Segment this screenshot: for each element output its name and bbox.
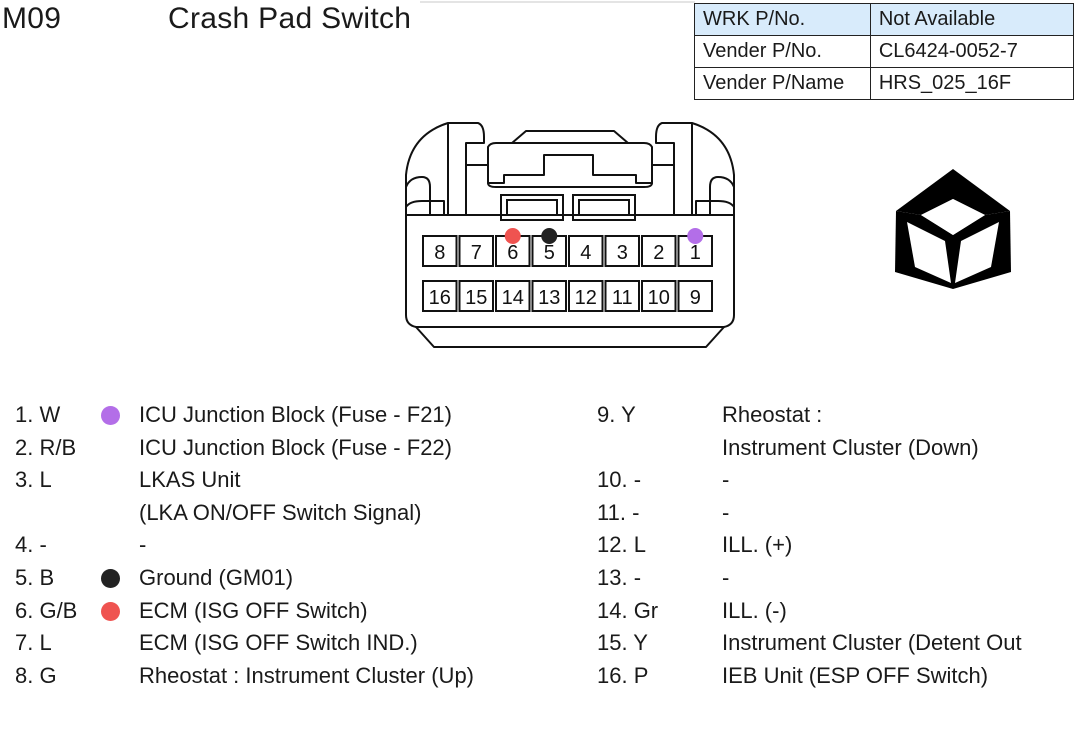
pin-cell <box>495 280 531 312</box>
pin-marker-red <box>504 228 521 244</box>
connector-housing <box>405 122 735 348</box>
info-key: WRK P/No. <box>694 3 871 36</box>
pin-description: Ground (GM01) <box>139 564 294 590</box>
pin-wire-color: 6. G/B <box>15 597 78 623</box>
info-value: HRS_025_16F <box>869 67 1074 100</box>
pin-description: ICU Junction Block (Fuse - F22) <box>139 434 452 460</box>
pin-number: 16 <box>429 287 451 309</box>
pin-cell <box>568 235 604 267</box>
pin-cell <box>677 280 713 312</box>
pin-description: - <box>722 467 730 493</box>
pin-number: 1 <box>690 242 701 264</box>
locking-slot-right <box>572 194 636 221</box>
pin-number: 14 <box>502 287 524 309</box>
info-value: CL6424-0052-7 <box>869 35 1074 68</box>
pin-description: - <box>722 499 730 525</box>
pin-marker-dot-black <box>101 568 120 588</box>
pin-number: 5 <box>544 242 555 264</box>
pin-marker-purple <box>687 228 704 244</box>
pin-wire-color: 8. G <box>15 662 57 688</box>
pin-wire-color: 15. Y <box>597 630 648 656</box>
pin-number: 9 <box>690 287 701 309</box>
pin-description: ICU Junction Block (Fuse - F21) <box>139 402 452 427</box>
pin-cell <box>604 235 640 267</box>
info-key: Vender P/Name <box>694 67 871 100</box>
pin-wire-color: 11. - <box>597 499 640 525</box>
pin-number: 13 <box>538 287 560 309</box>
locking-slot-left <box>500 194 564 221</box>
pin-cell <box>531 280 567 312</box>
pin-cell <box>458 280 494 312</box>
pin-description: ILL. (+) <box>722 532 793 558</box>
pin-wire-color: 16. P <box>597 662 649 688</box>
pin-cell <box>641 280 677 312</box>
connector-id: M09 <box>2 2 62 35</box>
info-row: Vender P/No.CL6424-0052-7 <box>694 35 1074 68</box>
pin-number: 2 <box>653 242 664 264</box>
pin-wire-color: 2. R/B <box>15 434 77 460</box>
pin-grid: 8 7 6 5 4 3 2 1 16 15 14 13 12 11 10 9 <box>422 235 713 312</box>
pin-cell <box>604 280 640 312</box>
pin-description: Rheostat : Instrument Cluster (Up) <box>139 662 475 688</box>
connector-title: Crash Pad Switch <box>168 2 412 35</box>
info-row: WRK P/No.Not Available <box>694 3 1074 36</box>
pin-description: ECM (ISG OFF Switch IND.) <box>139 630 418 656</box>
pin-description: (LKA ON/OFF Switch Signal) <box>139 499 422 525</box>
pin-description: ECM (ISG OFF Switch) <box>139 597 368 623</box>
pin-cell <box>568 280 604 312</box>
pin-description: Rheostat : <box>722 402 823 427</box>
pin-wire-color: 7. L <box>15 630 52 656</box>
locking-slot-right-inner <box>578 199 630 216</box>
pin-marker-dot-red <box>101 601 120 621</box>
pin-number: 12 <box>575 287 597 309</box>
pin-number: 10 <box>648 287 670 309</box>
pin-wire-color: 4. - <box>15 532 47 558</box>
locking-slot-left-inner <box>506 199 558 216</box>
pin-marker-black <box>541 228 558 244</box>
pin-markers <box>504 228 704 244</box>
pin-description: IEB Unit (ESP OFF Switch) <box>722 662 989 688</box>
pin-cell <box>641 235 677 267</box>
pin-cell <box>458 235 494 267</box>
pin-number: 11 <box>612 287 633 309</box>
pin-description: LKAS Unit <box>139 467 241 493</box>
connector-diagram: 8 7 6 5 4 3 2 1 16 15 14 13 12 11 10 9 <box>405 122 735 348</box>
pin-cell <box>495 235 531 267</box>
pin-number: 15 <box>465 287 487 309</box>
pin-description: - <box>722 564 730 590</box>
pin-marker-dot-purple <box>101 406 120 425</box>
pin-wire-color: 10. - <box>597 467 642 493</box>
pin-description: - <box>139 532 147 558</box>
info-key: Vender P/No. <box>694 35 871 68</box>
pin-wire-color: 9. Y <box>597 402 636 427</box>
pin-description: Instrument Cluster (Down) <box>722 434 979 460</box>
pin-number: 8 <box>434 242 445 264</box>
pin-number: 7 <box>471 242 482 264</box>
pin-number: 6 <box>507 242 518 264</box>
pin-cell <box>422 235 458 267</box>
pin-wire-color: 14. Gr <box>597 597 659 623</box>
pin-description: ILL. (-) <box>722 597 787 623</box>
pin-wire-color: 3. L <box>15 467 52 493</box>
top-divider <box>420 1 695 3</box>
pin-cell <box>422 280 458 312</box>
cube-symbol-icon <box>895 169 1011 289</box>
pin-wire-color: 1. W <box>15 402 61 427</box>
info-value: Not Available <box>869 3 1074 36</box>
pin-wire-color: 13. - <box>597 564 642 590</box>
pin-wire-color: 12. L <box>597 532 646 558</box>
pin-wire-color: 5. B <box>15 564 55 590</box>
pin-description: Instrument Cluster (Detent Out <box>722 630 1022 656</box>
pin-number: 3 <box>617 242 628 264</box>
pin-number: 4 <box>580 242 591 264</box>
locking-slots <box>500 194 636 221</box>
